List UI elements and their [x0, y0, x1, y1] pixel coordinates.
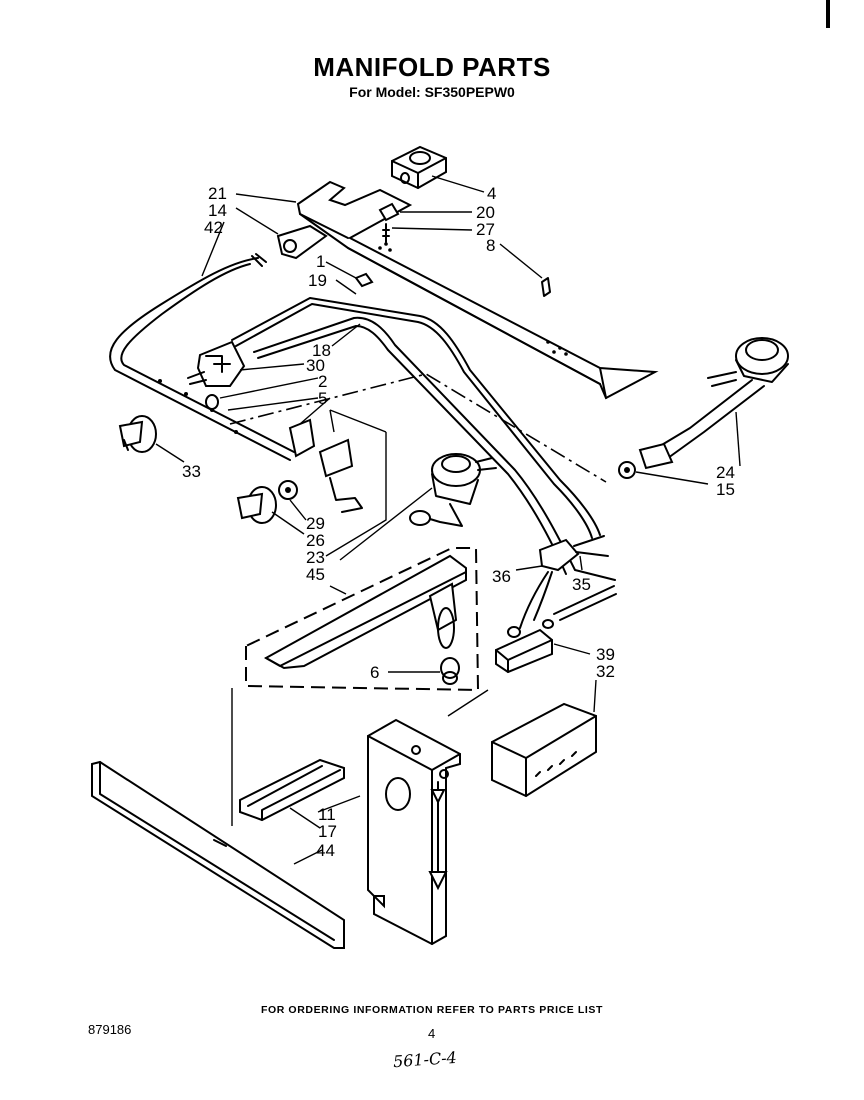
oven-burner-support — [263, 554, 467, 670]
callout-33: 33 — [182, 462, 201, 481]
callout-labels: 21 14 42 4 20 27 8 1 19 18 30 2 5 33 24 … — [182, 184, 735, 860]
manifold-panel — [91, 760, 345, 949]
callout-23: 23 — [306, 548, 325, 567]
document-number: 879186 — [88, 1022, 132, 1037]
leader-lines — [155, 175, 741, 865]
safety-valve — [519, 535, 617, 629]
oven-burner-group-outline — [245, 547, 480, 692]
callout-20: 20 — [476, 203, 495, 222]
callout-30: 30 — [306, 356, 325, 375]
callout-11: 11 — [318, 805, 336, 824]
burner-support-bracket — [296, 180, 659, 400]
front-burner — [409, 453, 497, 527]
control-knob-center — [236, 480, 298, 524]
callout-21: 21 — [208, 184, 227, 203]
small-clip — [354, 272, 374, 288]
centerline-rear — [229, 373, 607, 483]
igniter-assembly — [288, 418, 363, 513]
callout-19: 19 — [308, 271, 327, 290]
callout-15: 15 — [716, 480, 735, 499]
callout-6: 6 — [370, 663, 379, 682]
callout-8: 8 — [486, 236, 495, 255]
callout-5: 5 — [318, 389, 327, 408]
callout-42: 42 — [204, 218, 223, 237]
callout-36: 36 — [492, 567, 511, 586]
oven-thermostat — [495, 619, 554, 674]
side-shield — [367, 718, 461, 946]
callout-44: 44 — [316, 841, 335, 860]
callout-17: 17 — [318, 822, 337, 841]
thermostat-cover — [491, 702, 597, 798]
burner-valve — [187, 340, 246, 410]
callout-2: 2 — [318, 372, 327, 391]
panel-bracket — [239, 758, 345, 822]
page-title: MANIFOLD PARTS — [313, 52, 551, 82]
gas-tube-long — [231, 297, 601, 539]
orifice-guide-line — [231, 688, 489, 826]
control-knob-left — [118, 415, 157, 453]
burner-orifice — [618, 461, 636, 479]
manifold-bracket — [276, 224, 328, 260]
callout-35: 35 — [572, 575, 591, 594]
oven-burner-orifice — [440, 657, 460, 685]
bracket-clip — [378, 202, 400, 243]
callout-24: 24 — [716, 463, 735, 482]
callout-32: 32 — [596, 662, 615, 681]
callout-45: 45 — [306, 565, 325, 584]
callout-1: 1 — [316, 252, 325, 271]
callout-29: 29 — [306, 514, 325, 533]
callout-4: 4 — [487, 184, 496, 203]
rear-burner — [638, 337, 789, 470]
ordering-note: FOR ORDERING INFORMATION REFER TO PARTS … — [260, 1004, 604, 1016]
spring-clip — [541, 277, 551, 297]
callout-27: 27 — [476, 220, 495, 239]
corner-mark — [826, 0, 830, 28]
callout-26: 26 — [306, 531, 325, 550]
model-subtitle: For Model: SF350PEPW0 — [349, 84, 515, 100]
callout-39: 39 — [596, 645, 615, 664]
top-burner-cap — [391, 145, 447, 190]
callout-14: 14 — [208, 201, 227, 220]
callout-18: 18 — [312, 341, 331, 360]
page-number: 4 — [428, 1026, 436, 1041]
